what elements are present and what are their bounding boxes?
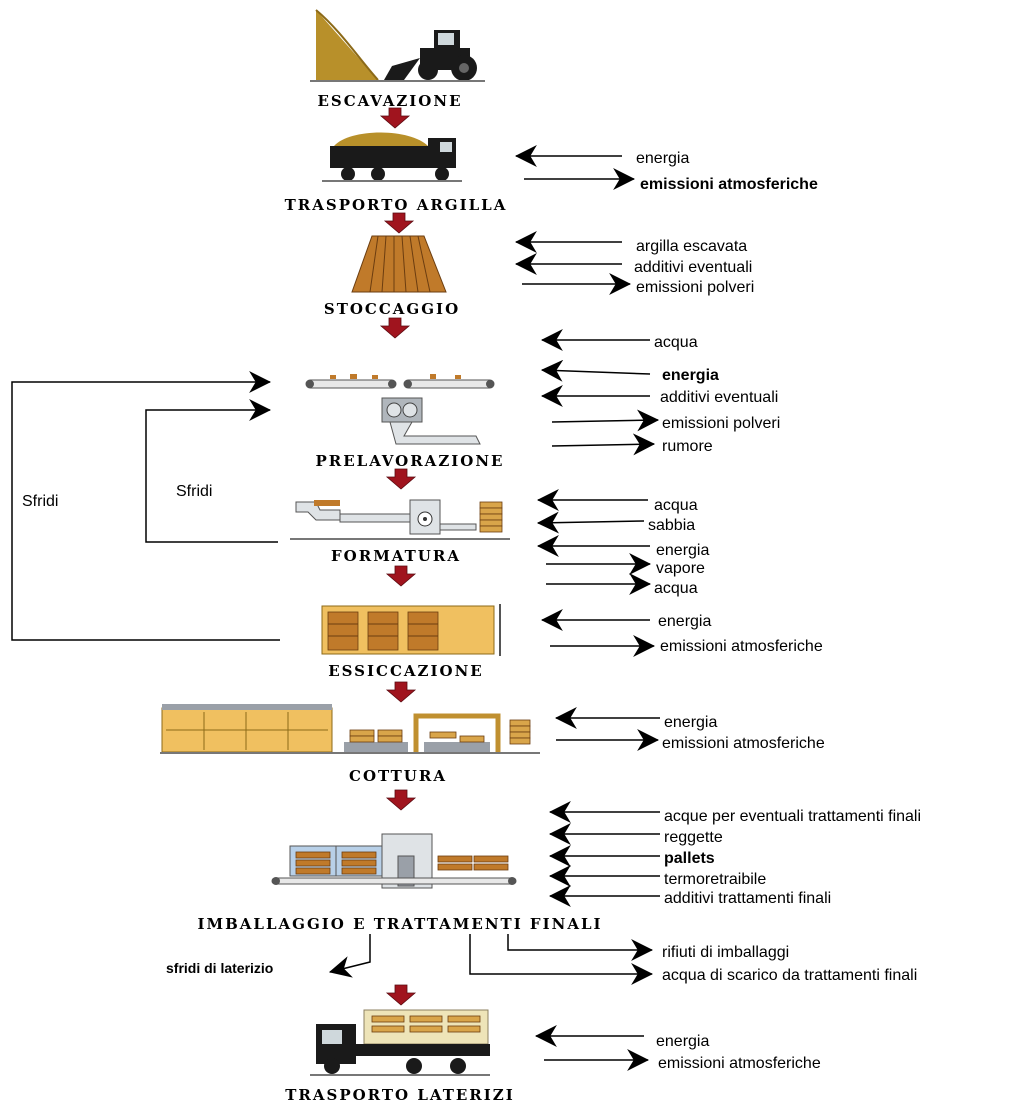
output-label: emissioni atmosferiche [662,735,825,752]
input-arrow [540,359,651,382]
scrap-output-arrow [328,934,371,978]
recycle-loop-inner [145,399,278,543]
stage-label-prelavorazione: PRELAVORAZIONE [316,452,505,470]
input-label: additivi eventuali [634,259,752,276]
output-label: acqua [654,580,698,597]
stage-label-imballaggio: IMBALLAGGIO E TRATTAMENTI FINALI [197,915,602,933]
input-label: energia [656,542,709,559]
output-arrow [507,934,654,961]
flow-arrow-7 [385,789,417,811]
stage-label-escavazione: ESCAVAZIONE [317,92,462,110]
brick-truck-icon [310,1009,490,1076]
input-label: energia [636,150,689,167]
dryer-icon [321,604,501,656]
stage-label-trasporto-laterizi: TRASPORTO LATERIZI [285,1086,515,1104]
output-label: rumore [662,438,713,455]
input-label: argilla escavata [636,238,747,255]
clay-truck-icon [322,132,462,182]
flow-arrow-1 [379,107,411,129]
output-label: acqua di scarico da trattamenti finali [662,967,917,984]
packaging-line-icon [271,833,517,889]
input-label: acque per eventuali trattamenti finali [664,808,921,825]
input-label: energia [658,613,711,630]
output-label: rifiuti di imballaggi [662,944,789,961]
recycle-loop-outer [11,371,280,641]
recycle-label-outer: Sfridi [22,493,58,510]
flow-arrow-5 [385,565,417,587]
input-label: energia [662,367,719,384]
output-label: emissioni polveri [662,415,780,432]
input-label: pallets [664,850,715,867]
flow-arrow-3 [379,317,411,339]
output-label: emissioni polveri [636,279,754,296]
output-arrow [551,409,660,432]
recycle-label-inner: Sfridi [176,483,212,500]
stage-label-trasporto-argilla: TRASPORTO ARGILLA [285,196,508,214]
stage-label-stoccaggio: STOCCAGGIO [324,300,460,318]
input-label: energia [656,1033,709,1050]
kiln-icon [160,704,540,754]
stage-label-essiccazione: ESSICCAZIONE [328,662,483,680]
stage-label-formatura: FORMATURA [331,547,461,565]
input-label: energia [664,714,717,731]
flow-arrow-2 [383,212,415,234]
input-label: sabbia [648,517,695,534]
output-label: emissioni atmosferiche [640,176,818,193]
excavator-icon [310,9,485,82]
input-label: reggette [664,829,723,846]
flow-arrow-8 [385,984,417,1006]
flow-arrow-4 [385,468,417,490]
extruder-icon [290,499,510,540]
input-arrow [536,511,645,534]
conveyor-mill-icon [305,374,495,445]
stockpile-icon [351,235,447,293]
output-arrow [469,934,654,985]
input-label: acqua [654,334,698,351]
input-label: additivi trattamenti finali [664,890,831,907]
stage-label-cottura: COTTURA [349,767,447,785]
output-label: emissioni atmosferiche [660,638,823,655]
scrap-output-label: sfridi di laterizio [166,960,273,976]
output-label: emissioni atmosferiche [658,1055,821,1072]
flow-arrow-6 [385,681,417,703]
output-arrow [551,433,656,456]
input-label: termoretraibile [664,871,766,888]
output-label: vapore [656,560,705,577]
input-label: acqua [654,497,698,514]
input-label: additivi eventuali [660,389,778,406]
